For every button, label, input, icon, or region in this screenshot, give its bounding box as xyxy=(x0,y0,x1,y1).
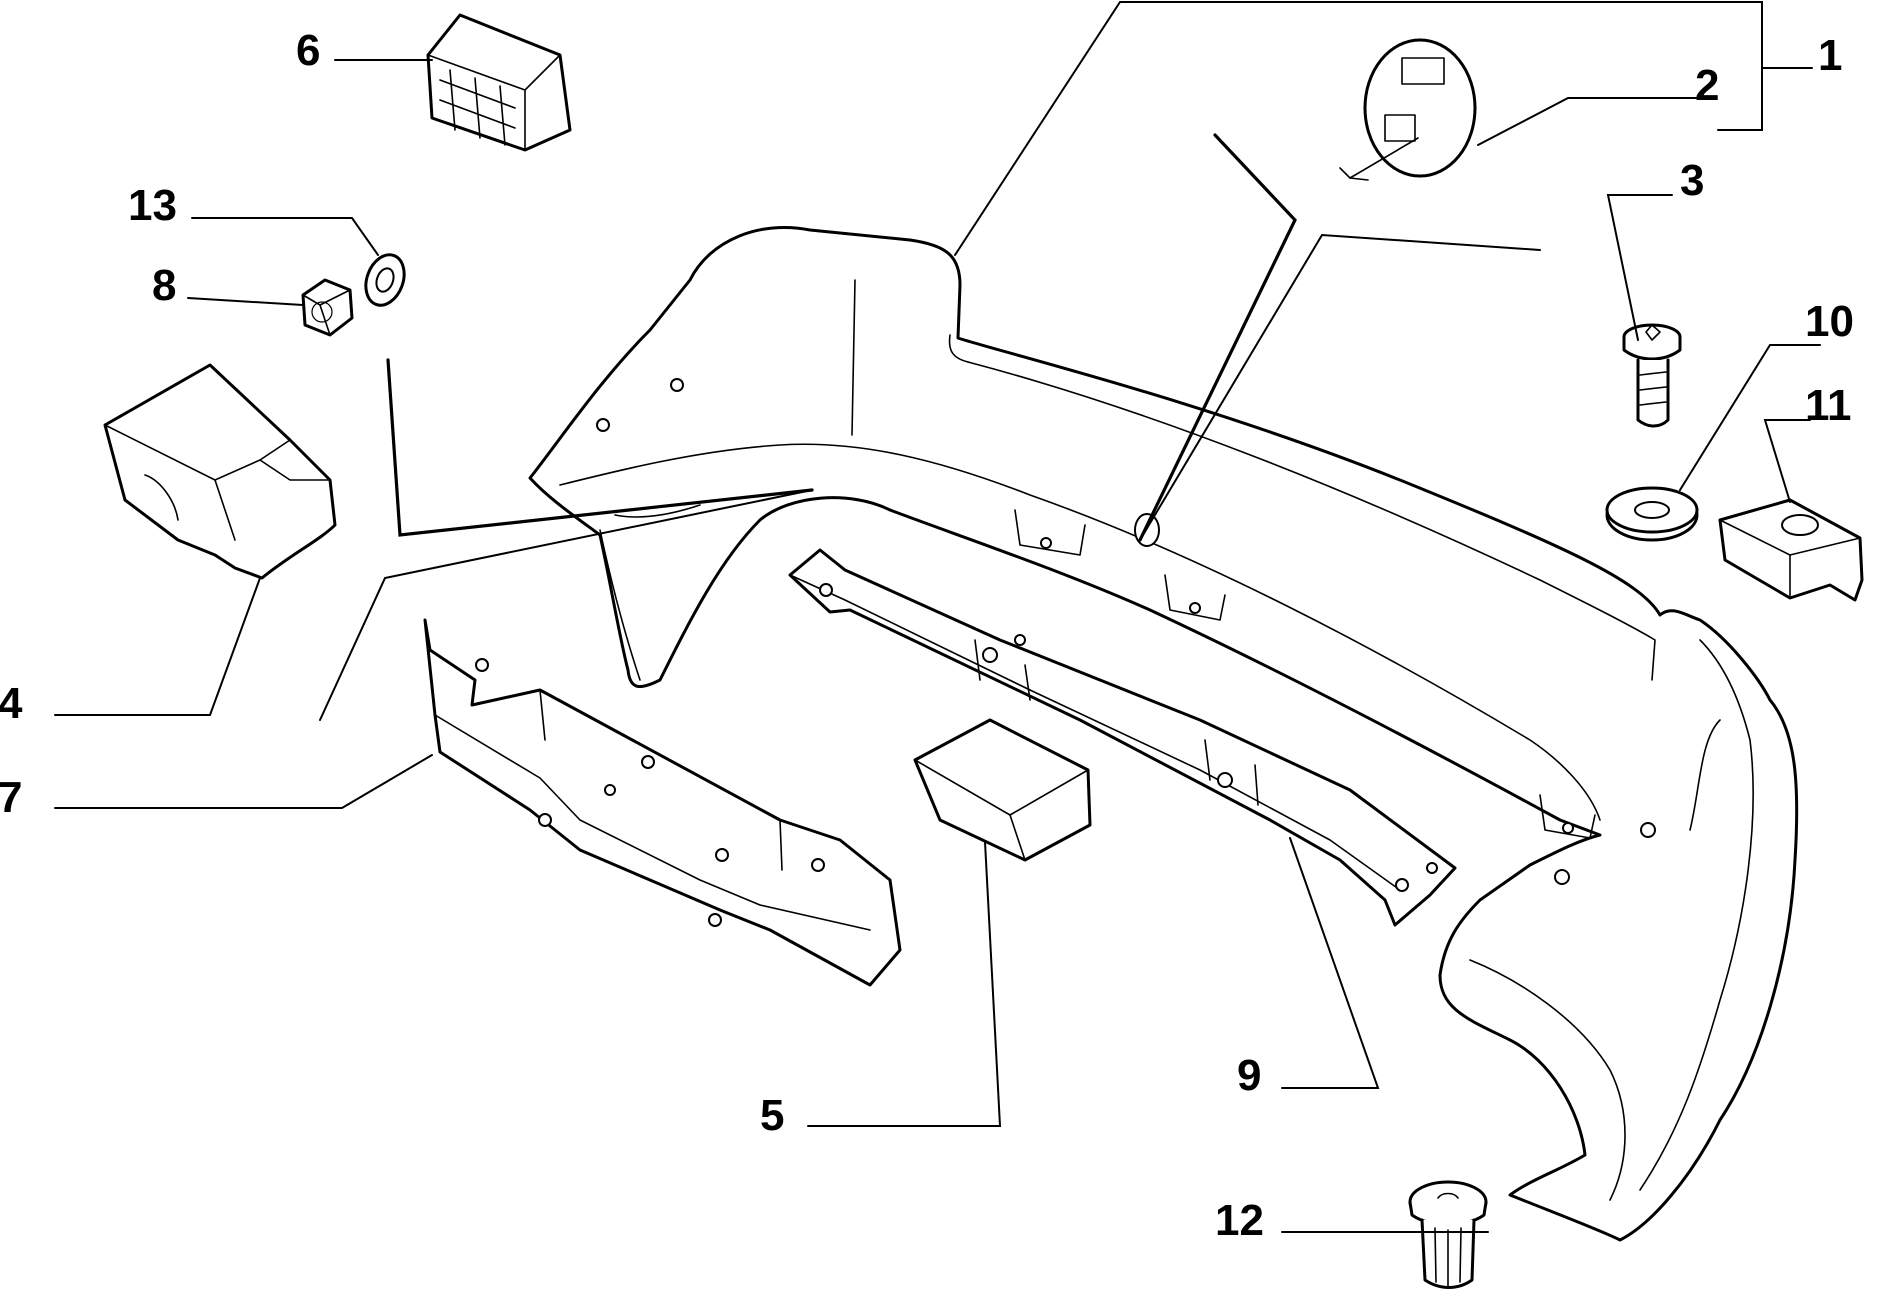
callout-13: 13 xyxy=(128,181,177,230)
callout-9: 9 xyxy=(1237,1051,1261,1100)
push-rivet xyxy=(1408,1180,1488,1289)
speed-clip xyxy=(1718,498,1864,602)
vent-grille xyxy=(426,13,572,152)
callout-5: 5 xyxy=(760,1091,784,1140)
lower-reinforcement xyxy=(423,618,902,987)
screw xyxy=(1622,323,1682,428)
hex-nut xyxy=(301,278,354,337)
callout-2: 2 xyxy=(1695,61,1719,110)
washer-large xyxy=(1605,486,1699,542)
callout-1: 1 xyxy=(1818,31,1842,80)
callout-11: 11 xyxy=(1805,381,1852,430)
callout-8: 8 xyxy=(152,261,176,310)
foam-block xyxy=(103,363,337,580)
callout-labels: 1 2 3 4 5 6 7 8 9 10 11 12 13 xyxy=(0,26,1854,1245)
callout-12: 12 xyxy=(1215,1196,1264,1245)
callout-3: 3 xyxy=(1680,156,1704,205)
leader-lines xyxy=(54,0,1821,1233)
cross-member-rail xyxy=(788,548,1457,927)
washer-small xyxy=(364,253,406,307)
tow-hook-cover xyxy=(1339,38,1477,181)
callout-7: 7 xyxy=(0,773,22,822)
assembly-lines xyxy=(319,133,1541,721)
callout-4: 4 xyxy=(0,679,23,728)
small-absorber xyxy=(913,718,1092,862)
bumper-cover xyxy=(528,225,1799,1242)
callout-10: 10 xyxy=(1805,297,1854,346)
callout-6: 6 xyxy=(296,26,320,75)
